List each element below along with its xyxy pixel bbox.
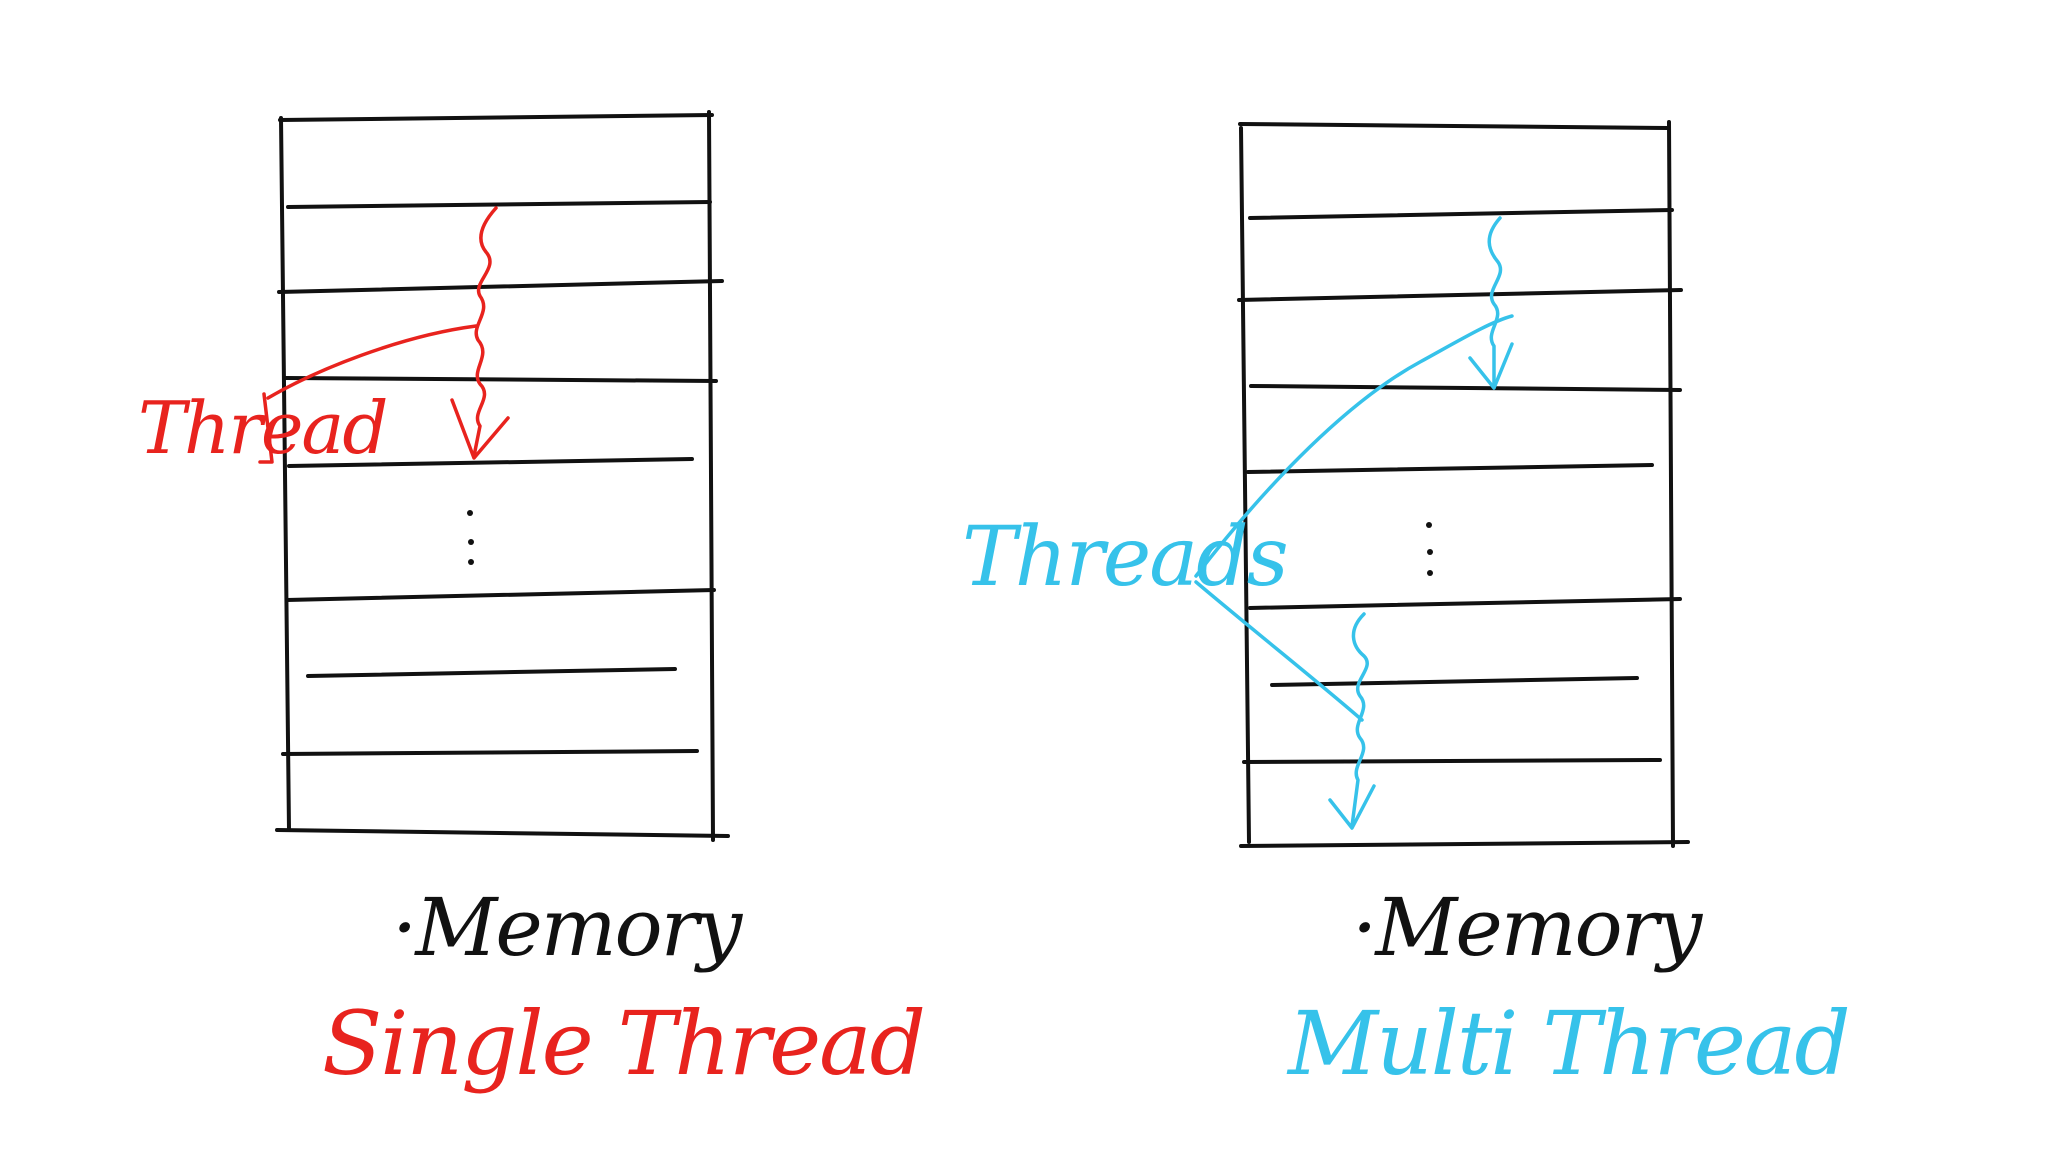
memory-bottom-edge (275, 828, 730, 838)
multi-thread-title: Multi Thread (1288, 992, 1851, 1095)
ellipsis-dots (467, 510, 474, 565)
threads-pointer-upper (1194, 314, 1514, 578)
memory-row-line (287, 457, 694, 468)
memory-right-wall (707, 110, 715, 842)
thread-arrowhead-lower (1328, 784, 1376, 830)
thread-squiggle-upper (1487, 216, 1503, 388)
memory-top-edge (1238, 122, 1670, 130)
single-thread-path (258, 206, 510, 464)
memory-row-line (285, 588, 716, 602)
memory-caption-multi: ·Memory (1352, 881, 1702, 974)
memory-block-single (275, 110, 730, 842)
thread-arrowhead (450, 398, 510, 460)
thread-squiggle (472, 206, 498, 458)
memory-top-edge (278, 113, 714, 122)
threads-label: Threads (962, 510, 1289, 605)
memory-bottom-edge (1239, 840, 1690, 848)
thread-label: Thread (138, 386, 388, 470)
memory-left-wall (1239, 126, 1251, 844)
memory-row-line (306, 667, 677, 678)
memory-row-line (1270, 676, 1639, 687)
memory-block-multi (1237, 120, 1690, 848)
memory-row-line (1246, 463, 1654, 474)
memory-caption-single: ·Memory (392, 881, 742, 974)
memory-row-line (1237, 288, 1683, 302)
memory-row-line (277, 279, 724, 294)
memory-row-line (1248, 208, 1674, 220)
memory-row-line (284, 376, 718, 383)
memory-row-line (1242, 758, 1662, 764)
memory-right-wall (1667, 120, 1675, 848)
ellipsis-dots (1426, 522, 1433, 576)
thread-pointer-end (258, 392, 274, 464)
thread-pointer-line (266, 324, 478, 400)
memory-row-line (1249, 384, 1682, 392)
thread-arrowhead-upper (1468, 342, 1514, 390)
memory-row-line (286, 200, 712, 209)
threads-pointer-lower (1194, 580, 1364, 722)
memory-row-line (1248, 597, 1682, 610)
multi-thread-paths (1194, 216, 1514, 830)
memory-left-wall (279, 116, 291, 832)
single-thread-title: Single Thread (322, 992, 926, 1095)
memory-row-line (281, 749, 699, 756)
thread-squiggle-lower (1350, 612, 1369, 828)
